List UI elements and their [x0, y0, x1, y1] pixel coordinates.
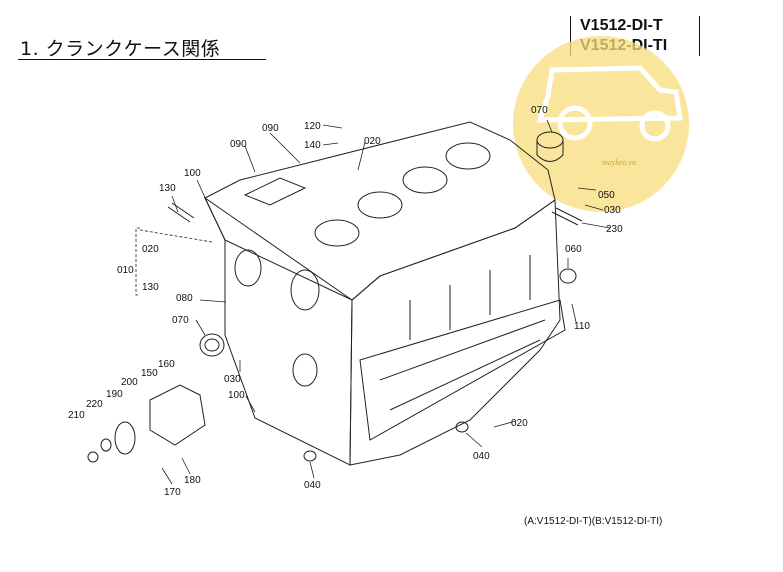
- part-label-130-group: 130: [142, 282, 159, 293]
- part-label-140: 140: [304, 140, 321, 151]
- front-opening-3: [292, 353, 318, 387]
- page-title: 1. クランクケース関係: [20, 38, 221, 60]
- watermark-circle: [513, 36, 689, 212]
- watermark-text: maykeo.vn: [602, 158, 636, 167]
- part-label-110: 110: [574, 321, 590, 332]
- part-label-100-top: 100: [184, 168, 201, 179]
- oil-seal-070-front-inner: [204, 338, 220, 352]
- part-label-020-top: 020: [364, 136, 381, 147]
- cylinder-bore-4: [445, 142, 491, 170]
- nut-210: [87, 451, 99, 463]
- part-label-200: 200: [121, 377, 138, 388]
- part-label-030-front: 030: [224, 374, 241, 385]
- part-label-090-b: 090: [230, 139, 247, 150]
- side-ribs: [409, 255, 531, 340]
- cylinder-bore-1: [314, 219, 360, 247]
- block-front-face: [203, 196, 353, 466]
- oil-pump-body: [149, 384, 206, 446]
- leader-lines: [161, 119, 611, 485]
- sensor-130: [167, 202, 195, 223]
- part-label-170: 170: [164, 487, 181, 498]
- part-label-120: 120: [304, 121, 321, 132]
- part-label-040-left: 040: [304, 480, 321, 491]
- seal-060: [559, 268, 577, 284]
- part-label-150: 150: [141, 368, 158, 379]
- oil-pan-flange: [359, 299, 566, 441]
- part-label-050: 050: [598, 190, 615, 201]
- part-label-060: 060: [565, 244, 582, 255]
- model-bracket-left: [570, 16, 571, 56]
- top-plate: [243, 177, 307, 206]
- part-label-070-rear: 070: [531, 105, 548, 116]
- part-label-020-group: 020: [142, 244, 159, 255]
- model-bracket-right: [699, 16, 700, 56]
- sensor-230: [551, 207, 583, 226]
- part-label-190: 190: [106, 389, 123, 400]
- title-underline: [18, 59, 266, 60]
- group-010-dashed-leader: [139, 229, 213, 243]
- part-label-180: 180: [184, 475, 201, 486]
- part-label-160: 160: [158, 359, 175, 370]
- part-label-010: 010: [117, 265, 134, 276]
- part-label-090-a: 090: [262, 123, 279, 134]
- part-label-100-front: 100: [228, 390, 245, 401]
- group-010-bracket: [135, 227, 140, 296]
- part-label-020-bottom: 020: [511, 418, 528, 429]
- part-label-070-front: 070: [172, 315, 189, 326]
- part-label-030-right: 030: [604, 205, 621, 216]
- part-label-230: 230: [606, 224, 623, 235]
- oil-seal-070-front: [199, 333, 225, 357]
- oil-pump-gear-190: [114, 421, 136, 455]
- part-label-040-right: 040: [473, 451, 490, 462]
- front-opening-2: [290, 269, 320, 311]
- front-opening-1: [234, 249, 262, 287]
- block-side-face: [349, 199, 561, 466]
- part-label-080: 080: [176, 293, 193, 304]
- model-name-1: V1512-DI-T: [580, 17, 663, 34]
- part-label-220: 220: [86, 399, 103, 410]
- part-label-130-top: 130: [159, 183, 176, 194]
- engine-block: [87, 121, 583, 466]
- watermark: maykeo.vn: [513, 36, 689, 212]
- washer-220: [100, 438, 112, 452]
- plug-040-a: [303, 450, 317, 462]
- oil-seal-070-rear-body: [536, 140, 564, 162]
- cylinder-bore-2: [357, 191, 403, 219]
- tractor-icon: [536, 65, 683, 142]
- part-label-210: 210: [68, 410, 85, 421]
- block-top-deck: [204, 121, 556, 301]
- plug-040-b: [455, 421, 469, 433]
- model-legend-note: (A:V1512-DI-T)(B:V1512-DI-TI): [524, 516, 663, 527]
- side-webs: [379, 319, 546, 411]
- cylinder-bore-3: [402, 166, 448, 194]
